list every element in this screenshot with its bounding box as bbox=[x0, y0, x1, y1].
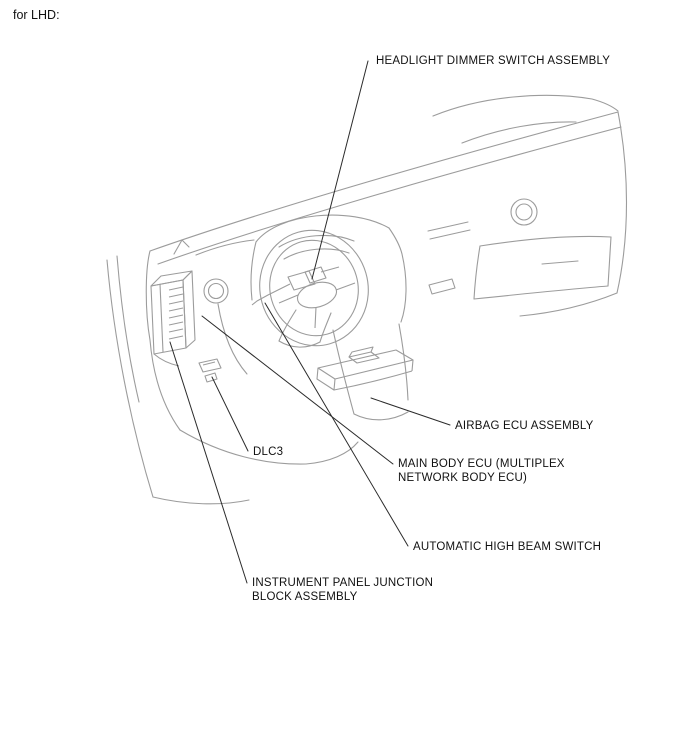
callout-text: NETWORK BODY ECU) bbox=[398, 472, 528, 484]
dash-top-edge bbox=[149, 111, 619, 252]
leader-automatic-high-beam-switch bbox=[264, 302, 409, 547]
callout-dlc3: DLC3 bbox=[253, 445, 283, 459]
glove-box-bottom bbox=[473, 285, 609, 300]
left-vent-inner bbox=[207, 282, 225, 300]
glove-box-art bbox=[473, 235, 612, 300]
vent-slats bbox=[427, 221, 471, 240]
connector-stripes bbox=[168, 286, 184, 340]
dimmer-lever-stalk bbox=[251, 283, 291, 306]
junction-block-front bbox=[150, 279, 187, 355]
dash-left-edge bbox=[145, 250, 151, 341]
left-tick-detail bbox=[173, 239, 190, 255]
callout-text: AIRBAG ECU ASSEMBLY bbox=[455, 420, 594, 432]
center-stack-right bbox=[400, 253, 407, 323]
switch-blank bbox=[428, 278, 456, 295]
knee-panel bbox=[179, 429, 307, 465]
leader-main-body-ecu bbox=[201, 315, 394, 465]
variant-label: for LHD: bbox=[13, 8, 60, 22]
dlc3-detail bbox=[202, 361, 216, 366]
airbag-ecu-front-edge bbox=[333, 359, 414, 391]
cluster-hood bbox=[255, 214, 390, 243]
column-right bbox=[319, 312, 332, 343]
junction-block-art bbox=[150, 270, 196, 367]
door-inner-line bbox=[116, 255, 140, 403]
dash-right-edge bbox=[616, 111, 628, 294]
knee-panel-right bbox=[305, 441, 359, 465]
glove-box-left bbox=[473, 245, 481, 300]
dash-right-bottom bbox=[519, 292, 618, 317]
switch-body-left bbox=[287, 270, 316, 291]
car-body-art bbox=[106, 94, 628, 505]
console-right bbox=[398, 323, 409, 401]
glove-box-top bbox=[479, 235, 612, 247]
wiper-stalk bbox=[320, 266, 340, 273]
airbag-ecu-left-flange bbox=[316, 367, 336, 391]
callout-text: BLOCK ASSEMBLY bbox=[252, 591, 358, 603]
leader-dlc3 bbox=[211, 376, 249, 452]
glove-box-handle bbox=[541, 260, 579, 265]
callout-headlight-dimmer-switch-assembly: HEADLIGHT DIMMER SWITCH ASSEMBLY bbox=[376, 54, 610, 68]
junction-block-top bbox=[150, 270, 193, 287]
callout-airbag-ecu-assembly: AIRBAG ECU ASSEMBLY bbox=[455, 419, 593, 433]
door-outer-line bbox=[106, 259, 154, 498]
junction-block-bracket bbox=[153, 353, 180, 367]
dash-lower-left bbox=[149, 339, 181, 431]
console-bottom bbox=[353, 411, 409, 421]
leader-lines bbox=[169, 60, 451, 584]
wheel-spokes bbox=[278, 282, 356, 329]
left-vent-outer bbox=[203, 278, 229, 304]
dlc3-connector-art bbox=[198, 358, 222, 383]
wheel-rim-inner bbox=[269, 239, 359, 337]
console-left bbox=[332, 329, 355, 415]
switch-body-right bbox=[304, 266, 327, 284]
column-bottom bbox=[278, 340, 321, 348]
hood-right-edge bbox=[388, 227, 403, 255]
leader-instrument-panel-junction-block bbox=[169, 341, 248, 584]
callout-text: MAIN BODY ECU (MULTIPLEX bbox=[398, 458, 565, 470]
wheel-hub bbox=[296, 281, 338, 309]
windshield-corner bbox=[432, 94, 619, 117]
dlc3-lower-tab bbox=[204, 372, 218, 383]
junction-block-rib bbox=[159, 283, 164, 353]
callout-text: AUTOMATIC HIGH BEAM SWITCH bbox=[413, 541, 602, 553]
column-left bbox=[278, 309, 297, 342]
airbag-ecu-box-top bbox=[348, 346, 374, 358]
air-vents-art bbox=[203, 198, 538, 304]
windshield-inner-arc bbox=[461, 121, 577, 144]
defroster-line bbox=[195, 239, 255, 256]
cluster-arc-top bbox=[278, 234, 355, 248]
callout-text: HEADLIGHT DIMMER SWITCH ASSEMBLY bbox=[376, 55, 611, 67]
callout-text: DLC3 bbox=[253, 446, 284, 458]
steering-wheel-art bbox=[259, 229, 369, 347]
callout-text: INSTRUMENT PANEL JUNCTION bbox=[252, 577, 434, 589]
combination-switch-art bbox=[251, 266, 340, 306]
airbag-ecu-box bbox=[348, 351, 380, 364]
junction-block-side bbox=[182, 270, 196, 349]
cluster-arc-bottom bbox=[283, 248, 350, 260]
callout-instrument-panel-junction-block-assembly: INSTRUMENT PANEL JUNCTION BLOCK ASSEMBLY bbox=[252, 576, 433, 604]
leader-airbag-ecu bbox=[370, 397, 451, 426]
callout-main-body-ecu: MAIN BODY ECU (MULTIPLEX NETWORK BODY EC… bbox=[398, 457, 565, 485]
callout-automatic-high-beam-switch: AUTOMATIC HIGH BEAM SWITCH bbox=[413, 540, 601, 554]
leader-headlight-dimmer-switch bbox=[311, 60, 369, 280]
dash-top-inner-edge bbox=[157, 126, 622, 265]
hood-left-edge bbox=[250, 241, 257, 301]
glove-box-right bbox=[607, 236, 612, 287]
dash-contour-left-of-column bbox=[217, 303, 248, 375]
right-vent-outer bbox=[510, 198, 538, 226]
dlc3-body bbox=[198, 358, 222, 373]
sill-line bbox=[152, 496, 250, 505]
airbag-ecu-art bbox=[316, 346, 414, 391]
right-vent-inner bbox=[515, 203, 533, 221]
wheel-rim-outer bbox=[259, 229, 369, 347]
